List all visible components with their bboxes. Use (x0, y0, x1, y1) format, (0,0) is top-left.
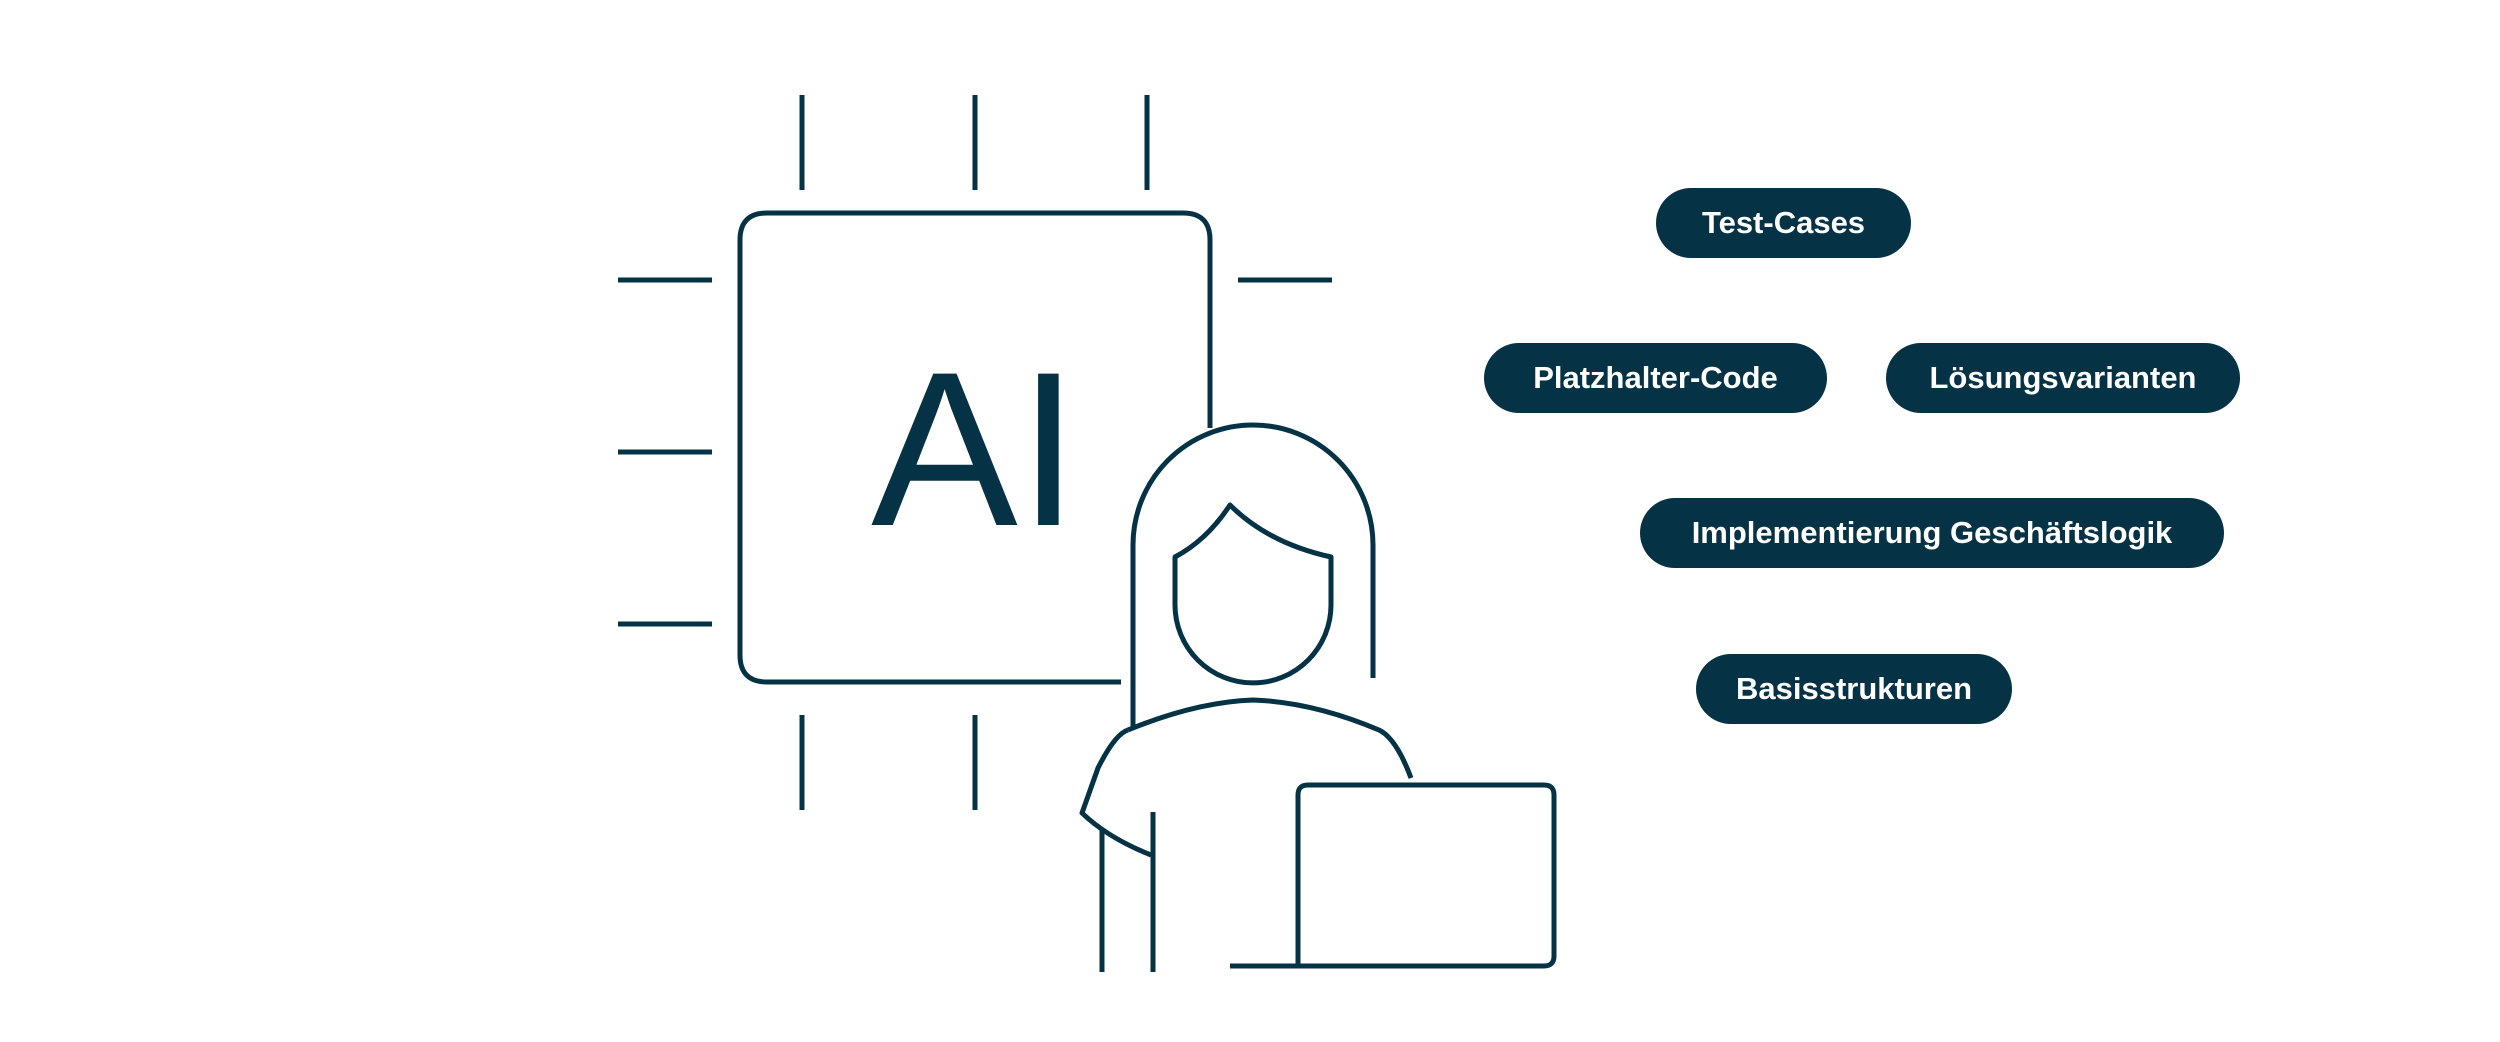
person-arm (1079, 727, 1152, 858)
laptop-screen (1295, 782, 1557, 969)
pill-implementierung-geschaeftslogik: Implementierung Geschäftslogik (1640, 498, 2224, 568)
chip-label: AI (871, 326, 1079, 572)
person-face (1172, 502, 1334, 686)
pill-loesungsvarianten: Lösungsvarianten (1886, 343, 2240, 413)
person-icon (1079, 422, 1414, 972)
person-hair (1130, 422, 1376, 728)
pill-basisstrukturen: Basisstrukturen (1696, 654, 2012, 724)
person-shoulders (1127, 697, 1414, 779)
ai-chip-icon: AI (618, 95, 1332, 810)
laptop-icon (1230, 782, 1557, 969)
chip-body (737, 210, 1213, 685)
pill-platzhalter-code: Platzhalter-Code (1484, 343, 1827, 413)
pill-test-cases: Test-Cases (1656, 188, 1911, 258)
